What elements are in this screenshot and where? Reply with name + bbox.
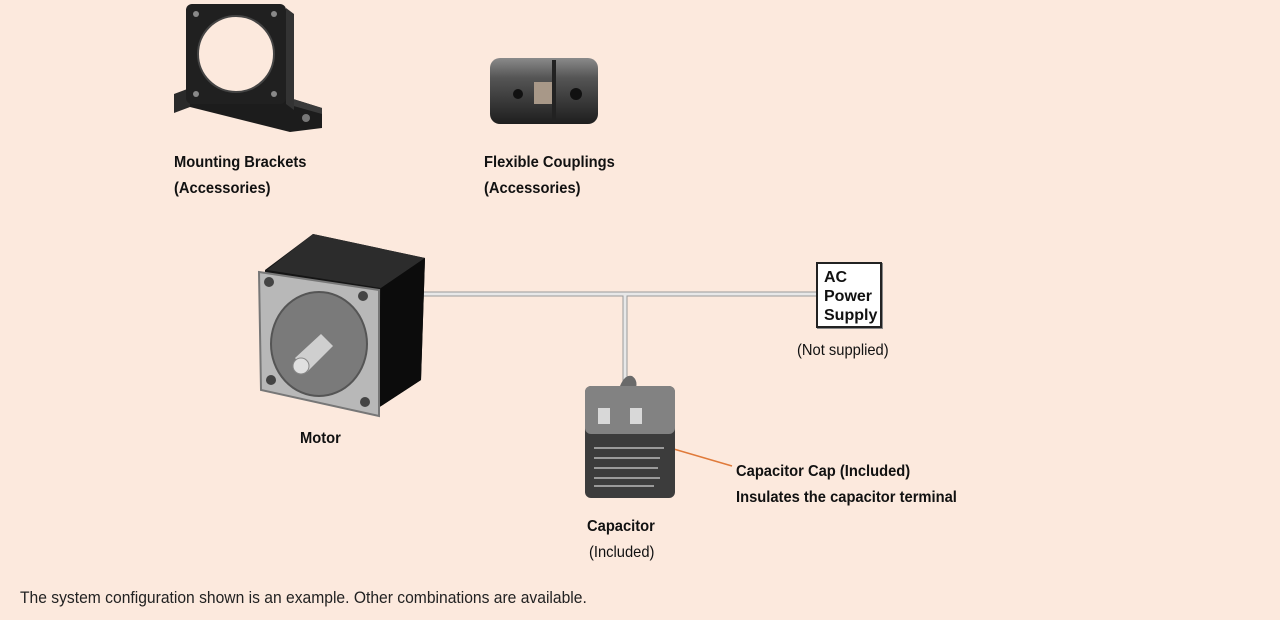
motor-name: Motor bbox=[300, 430, 341, 447]
ac-power-supply-note-label: (Not supplied) bbox=[797, 338, 889, 364]
ac-power-supply-note: (Not supplied) bbox=[797, 342, 889, 359]
mounting-brackets-note: (Accessories) bbox=[174, 180, 271, 197]
ac-power-supply-line-2: Power bbox=[824, 288, 873, 305]
ac-power-supply-box: AC Power Supply bbox=[816, 262, 882, 328]
flexible-couplings-name: Flexible Couplings bbox=[484, 154, 615, 171]
capacitor-cap-description: Insulates the capacitor terminal bbox=[736, 489, 957, 506]
mounting-brackets-name: Mounting Brackets bbox=[174, 154, 307, 171]
capacitor-image bbox=[585, 375, 675, 498]
capacitor-note-label: (Included) bbox=[589, 540, 654, 566]
ac-power-supply-line-1: AC bbox=[824, 269, 848, 286]
ac-power-supply-line-3: Supply bbox=[824, 307, 878, 324]
capacitor-cap-name: Capacitor Cap (Included) bbox=[736, 463, 911, 480]
capacitor-cap-label: Capacitor Cap (Included) Insulates the c… bbox=[736, 459, 957, 511]
mounting-brackets-label: Mounting Brackets (Accessories) bbox=[174, 150, 306, 202]
capacitor-name-label: Capacitor bbox=[587, 514, 655, 540]
mounting-bracket-image bbox=[174, 4, 322, 132]
capacitor-note: (Included) bbox=[589, 544, 655, 561]
motor-image bbox=[257, 234, 425, 418]
footnote: The system configuration shown is an exa… bbox=[20, 588, 587, 607]
capacitor-name: Capacitor bbox=[587, 518, 655, 535]
flexible-couplings-label: Flexible Couplings (Accessories) bbox=[484, 150, 615, 202]
motor-label: Motor bbox=[300, 426, 341, 452]
flexible-couplings-note: (Accessories) bbox=[484, 180, 581, 197]
flexible-coupling-image bbox=[490, 58, 598, 124]
